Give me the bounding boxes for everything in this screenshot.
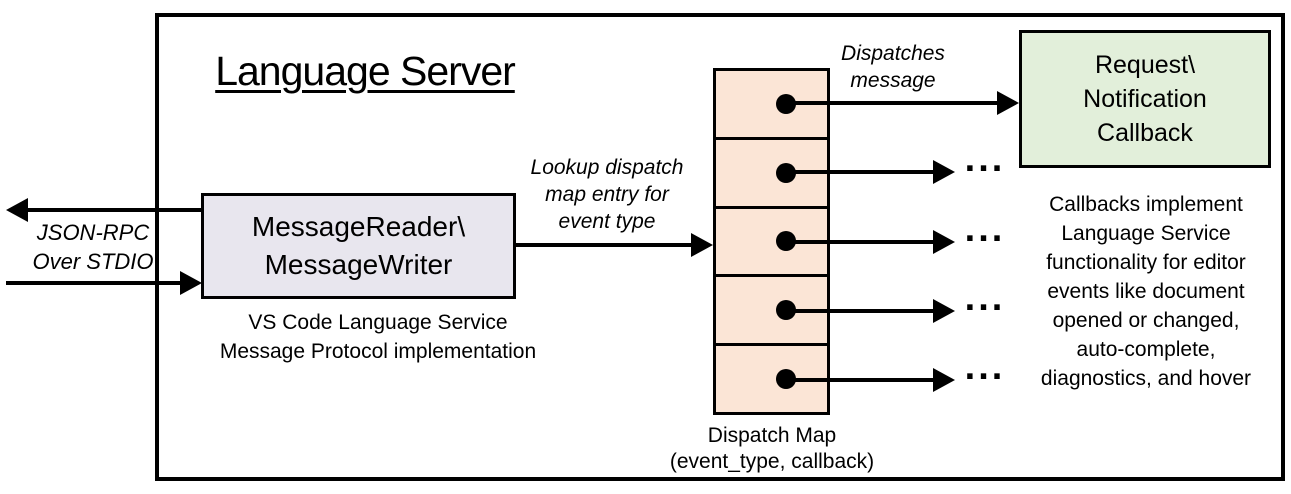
dispatches-label: Dispatches message bbox=[841, 42, 945, 92]
more-callbacks-ellipsis: ... bbox=[964, 346, 1006, 388]
dispatch-map-entry bbox=[716, 71, 827, 140]
lookup-arrow-line bbox=[516, 243, 693, 247]
message-box-caption: VS Code Language Service Message Protoco… bbox=[219, 311, 537, 363]
dispatch-arrow-4-line bbox=[786, 309, 933, 313]
stdio-label: JSON-RPC Over STDIO bbox=[32, 220, 154, 274]
dispatch-arrow-4-head-icon bbox=[933, 299, 955, 323]
callback-box-label: Request\ Notification Callback bbox=[1083, 51, 1207, 147]
more-callbacks-ellipsis: ... bbox=[964, 138, 1006, 180]
lookup-label: Lookup dispatch map entry for event type bbox=[530, 156, 684, 233]
dispatch-arrow-2-line bbox=[786, 170, 933, 174]
dispatch-arrow-1-head-icon bbox=[997, 91, 1019, 115]
more-callbacks-ellipsis: ... bbox=[964, 208, 1006, 250]
more-callbacks-ellipsis: ... bbox=[964, 277, 1006, 319]
stdio-out-arrow-line bbox=[20, 208, 202, 212]
dispatch-arrow-3-line bbox=[786, 240, 933, 244]
diagram-title: Language Server bbox=[215, 48, 516, 94]
dispatch-map-entry bbox=[716, 139, 827, 209]
stdio-out-arrowhead-icon bbox=[6, 198, 28, 222]
dispatch-arrow-5-head-icon bbox=[933, 368, 955, 392]
language-server-boundary bbox=[155, 13, 1285, 481]
dispatch-arrow-5-line bbox=[786, 378, 933, 382]
stdio-in-arrow-line bbox=[6, 281, 180, 285]
message-reader-writer-box: MessageReader\ MessageWriter bbox=[201, 193, 516, 299]
stdio-in-arrowhead-icon bbox=[180, 271, 202, 295]
dispatch-arrow-1-line bbox=[786, 101, 997, 105]
lookup-arrowhead-icon bbox=[691, 233, 713, 257]
message-box-label: MessageReader\ MessageWriter bbox=[251, 211, 466, 280]
dispatch-arrow-3-head-icon bbox=[933, 230, 955, 254]
request-notification-callback-box: Request\ Notification Callback bbox=[1019, 30, 1271, 168]
dispatch-map-caption: Dispatch Map (event_type, callback) bbox=[669, 424, 875, 473]
callbacks-note: Callbacks implement Language Service fun… bbox=[1040, 193, 1252, 390]
dispatch-arrow-2-head-icon bbox=[933, 160, 955, 184]
